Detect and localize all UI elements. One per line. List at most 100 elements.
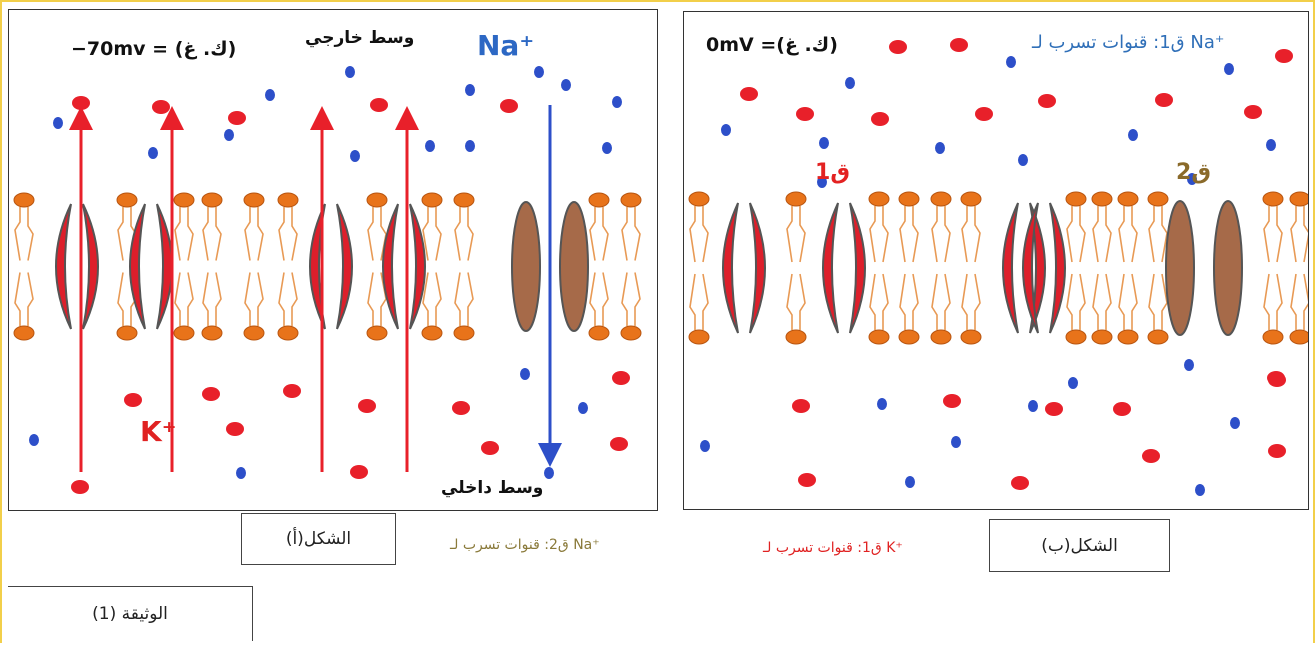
lipid-tail [589, 272, 596, 326]
sodium-ion [520, 368, 530, 380]
lipid-tail [27, 207, 34, 261]
lipid-tail [961, 206, 968, 263]
lipid-head [421, 325, 443, 341]
lipid-tail [1066, 206, 1073, 263]
lipid-tail [1092, 206, 1099, 263]
potassium-ion [124, 393, 142, 407]
lipid-tail [786, 273, 793, 330]
lipid-tail [1118, 206, 1125, 263]
figure-a-inner-medium: وسط داخلي [441, 478, 544, 498]
k-channel-half [1029, 202, 1046, 334]
lipid-tail [215, 207, 222, 261]
lipid-tail [1079, 273, 1086, 330]
lipid-tail [944, 206, 951, 263]
potassium-ion [1011, 476, 1029, 490]
figure-b-diagram [688, 38, 1308, 496]
potassium-ion [350, 465, 368, 479]
sodium-ion [265, 89, 275, 101]
lipid-tail [27, 272, 34, 326]
sodium-ion [1018, 154, 1028, 166]
sodium-ion [1128, 129, 1138, 141]
k-channel-half [722, 202, 739, 334]
sodium-ion [561, 79, 571, 91]
k-channel-half [82, 203, 99, 330]
lipid-head [620, 192, 642, 208]
lipid-head [1065, 191, 1087, 207]
lipid-head [1147, 329, 1169, 345]
k-channel-half [409, 203, 426, 330]
lipid-head [1091, 191, 1113, 207]
lipid-head [243, 192, 265, 208]
lipid-head [1065, 329, 1087, 345]
lipid-tail [1092, 273, 1099, 330]
lipid-tail [291, 272, 298, 326]
sodium-ion [425, 140, 435, 152]
sodium-ion [148, 147, 158, 159]
potassium-ion [1275, 49, 1293, 63]
sodium-ion [53, 117, 63, 129]
sodium-ion [350, 150, 360, 162]
lipid-tail [1131, 206, 1138, 263]
potassium-ion [610, 437, 628, 451]
lipid-tail [621, 272, 628, 326]
lipid-tail [1105, 273, 1112, 330]
lipid-tail [589, 207, 596, 261]
lipid-head [898, 191, 920, 207]
sodium-ion [1230, 417, 1240, 429]
sodium-ion [905, 476, 915, 488]
potassium-ion [202, 387, 220, 401]
lipid-tail [1276, 206, 1283, 263]
figure-a-k-label: K⁺ [140, 415, 177, 448]
lipid-tail [435, 272, 442, 326]
lipid-head [898, 329, 920, 345]
lipid-tail [1148, 206, 1155, 263]
lipid-tail [1161, 273, 1168, 330]
sodium-ion [345, 66, 355, 78]
lipid-tail [257, 272, 264, 326]
sodium-ion [1006, 56, 1016, 68]
lipid-head [453, 325, 475, 341]
lipid-tail [1303, 206, 1308, 263]
figure-b-panel: 0mV =(ك. غ) ق1: قنوات تسرب لـ Na⁺ ق1 ق2 [683, 11, 1309, 510]
lipid-tail [117, 272, 124, 326]
lipid-tail [869, 273, 876, 330]
sodium-ion [612, 96, 622, 108]
lipid-tail [1290, 206, 1297, 263]
lipid-tail [799, 273, 806, 330]
lipid-head [366, 192, 388, 208]
figure-a-panel: −70mv = (ك. غ) وسط خارجي Na⁺ K⁺ وسط داخل… [8, 9, 658, 511]
lipid-head [277, 325, 299, 341]
k-channel-half [1002, 202, 1019, 334]
lipid-head [868, 329, 890, 345]
lipid-tail [931, 273, 938, 330]
k-channel-half [309, 203, 326, 330]
sodium-ion [1266, 139, 1276, 151]
lipid-tail [1263, 273, 1270, 330]
potassium-ion [500, 99, 518, 113]
lipid-head [1091, 329, 1113, 345]
lipid-tail [799, 206, 806, 263]
lipid-tail [1105, 206, 1112, 263]
figure-b-caption: الشكل(ب) [989, 519, 1170, 572]
sodium-ion [1028, 400, 1038, 412]
lipid-tail [422, 207, 429, 261]
sodium-ion [602, 142, 612, 154]
na-channel-half [1213, 200, 1243, 336]
k-channel-half [129, 203, 146, 330]
k-channel-half [382, 203, 399, 330]
lipid-tail [974, 206, 981, 263]
sodium-ion [935, 142, 945, 154]
lipid-tail [367, 207, 374, 261]
sodium-ion [534, 66, 544, 78]
na-channel-half [511, 201, 541, 332]
potassium-ion [1244, 105, 1262, 119]
lipid-tail [257, 207, 264, 261]
lipid-head [1289, 191, 1308, 207]
lipid-tail [702, 206, 709, 263]
lipid-head [688, 329, 710, 345]
lipid-tail [899, 273, 906, 330]
lipid-head [277, 192, 299, 208]
lipid-tail [899, 206, 906, 263]
figure-b-legend-bottom: ق1: قنوات تسرب لـ K⁺ [763, 540, 903, 556]
figure-b-legend-top: ق1: قنوات تسرب لـ Na⁺ [1032, 32, 1225, 53]
